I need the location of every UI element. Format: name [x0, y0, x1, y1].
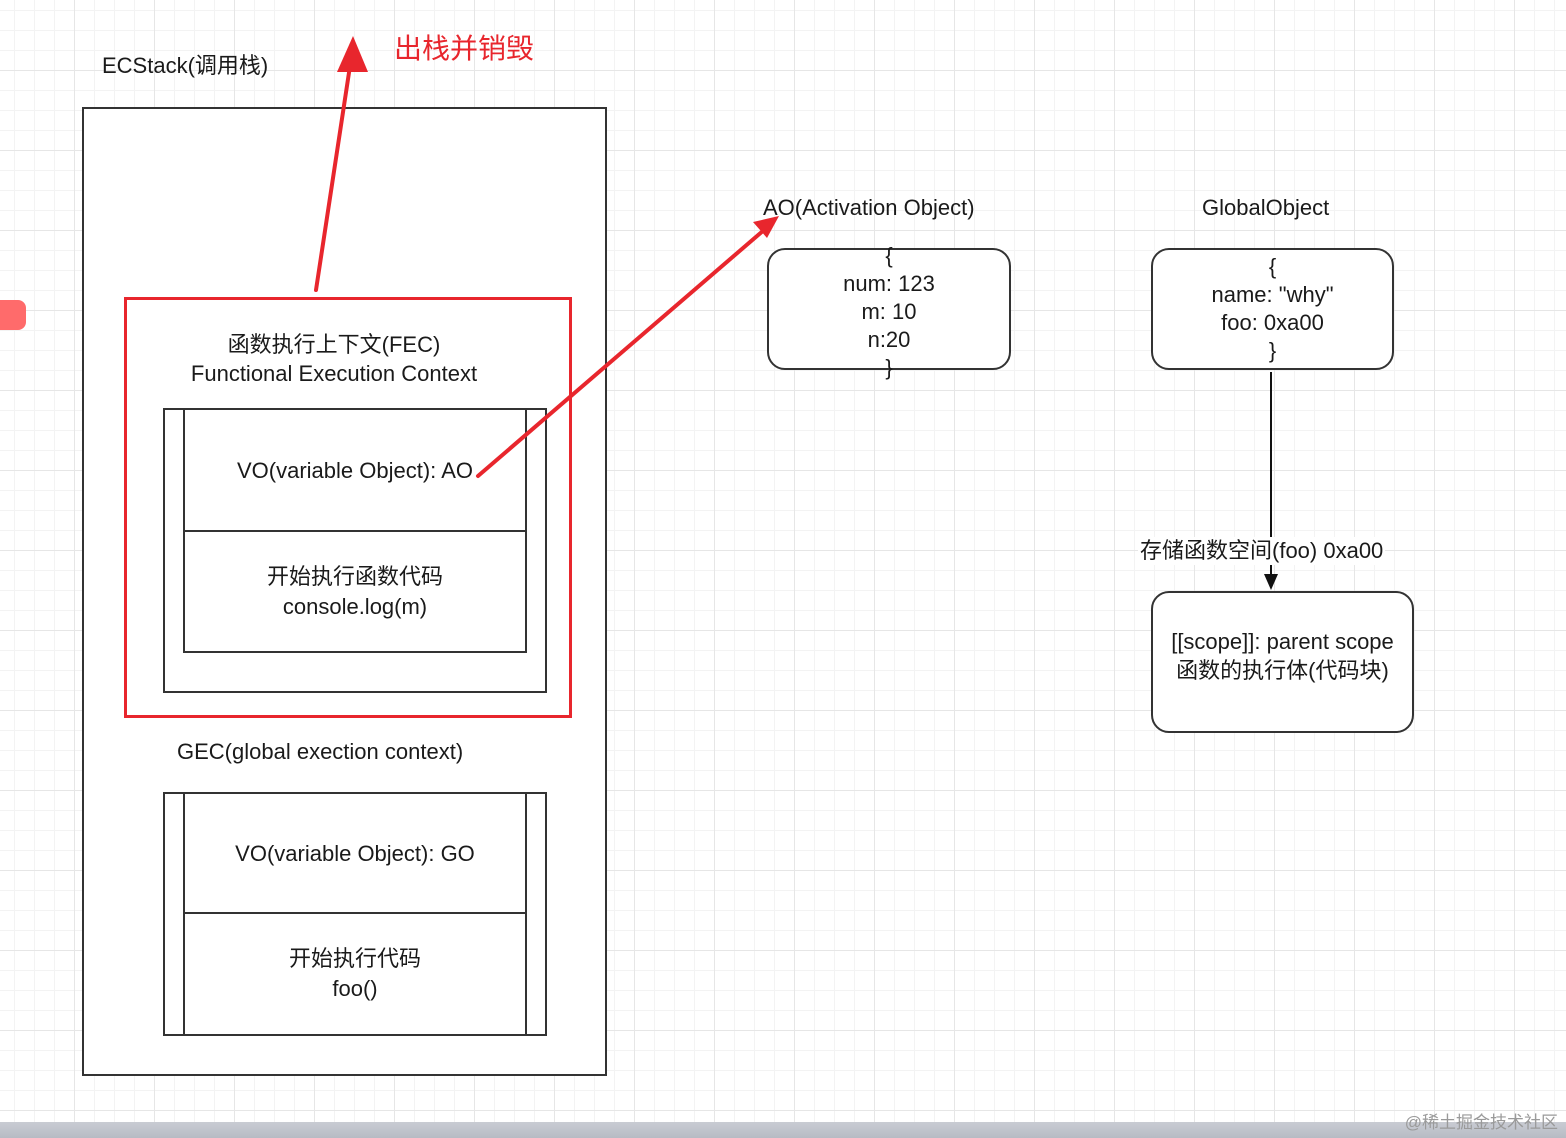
fec-highlight-box	[124, 297, 572, 718]
ao-line-m: m: 10	[861, 299, 917, 324]
func-space-label: 存储函数空间(foo) 0xa00	[1138, 537, 1386, 565]
global-object-open-brace: {	[1268, 254, 1277, 279]
global-object-box: { name: "why" foo: 0xa00 }	[1151, 248, 1394, 370]
ao-close-brace: }	[885, 355, 893, 380]
gec-divider	[183, 912, 527, 914]
ao-title: AO(Activation Object)	[763, 195, 975, 220]
fec-title-line1: 函数执行上下文(FEC)	[227, 332, 441, 357]
watermark: @稀土掘金技术社区	[1404, 1113, 1558, 1132]
fec-vo-text: VO(variable Object): AO	[237, 457, 473, 483]
func-space-scope: [[scope]]: parent scope	[1171, 629, 1394, 654]
fec-title-line2: Functional Execution Context	[190, 361, 478, 386]
ao-box: { num: 123 m: 10 n:20 }	[767, 243, 1011, 380]
func-space-box: [[scope]]: parent scope 函数的执行体(代码块)	[1151, 591, 1414, 733]
ao-open-brace: {	[885, 243, 893, 268]
gec-title: GEC(global exection context)	[177, 739, 464, 764]
taskbar	[0, 1122, 1566, 1138]
fec-vo-cell: VO(variable Object): AO	[183, 410, 527, 531]
gec-vo-cell: VO(variable Object): GO	[183, 794, 527, 913]
fec-title: 函数执行上下文(FEC) Functional Execution Contex…	[124, 330, 544, 388]
ao-line-num: num: 123	[843, 271, 935, 296]
global-object-line-name: name: "why"	[1211, 282, 1334, 307]
side-tab	[0, 300, 26, 330]
global-object-line-foo: foo: 0xa00	[1221, 310, 1324, 335]
fec-code-line2: console.log(m)	[282, 593, 428, 619]
fec-code-line1: 开始执行函数代码	[266, 563, 443, 589]
ecstack-title: ECStack(调用栈)	[102, 53, 269, 78]
gec-code-cell: 开始执行代码 foo()	[183, 914, 527, 1034]
ao-line-n: n:20	[867, 327, 911, 352]
gec-inner-stack	[183, 792, 527, 1036]
fec-code-cell: 开始执行函数代码 console.log(m)	[183, 532, 527, 651]
fec-divider	[183, 530, 527, 532]
global-object-close-brace: }	[1268, 338, 1277, 363]
gec-code-line2: foo()	[332, 976, 378, 1001]
gec-code-line1: 开始执行代码	[288, 946, 421, 971]
gec-vo-text: VO(variable Object): GO	[235, 840, 475, 866]
global-object-title: GlobalObject	[1202, 195, 1330, 220]
func-space-body: 函数的执行体(代码块)	[1176, 658, 1389, 683]
pop-annotation: 出栈并销毁	[394, 33, 535, 64]
